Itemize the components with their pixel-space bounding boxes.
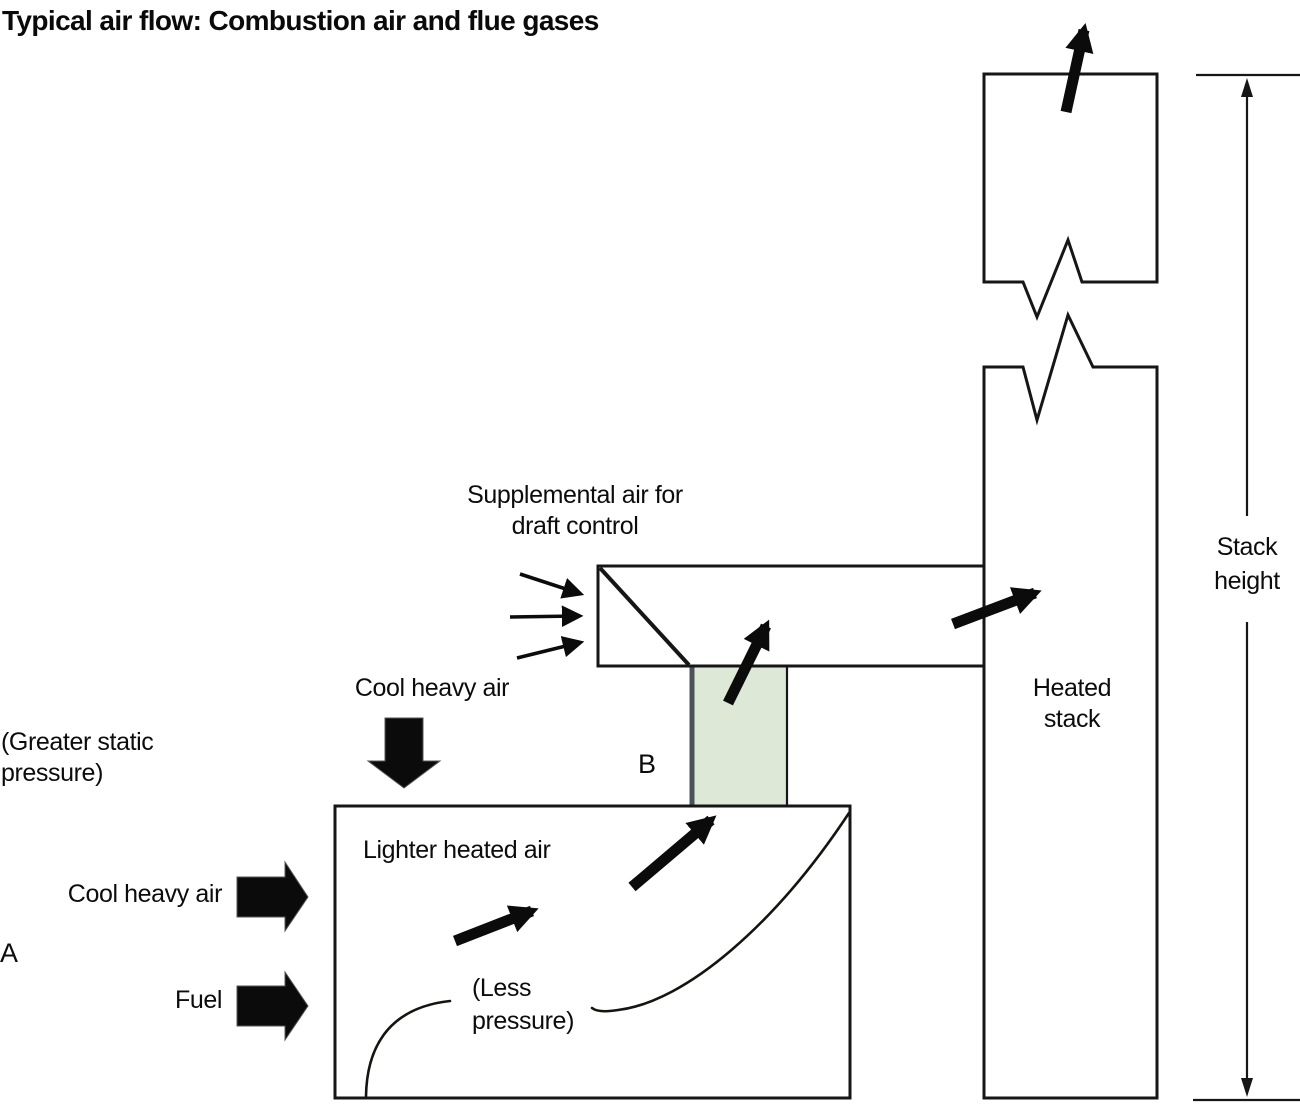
label-fuel: Fuel xyxy=(174,986,222,1014)
dimension-arrow-down-icon xyxy=(1241,1078,1253,1097)
diagram-title: Typical air flow: Combustion air and flu… xyxy=(2,5,599,36)
label-line: draft control xyxy=(511,512,639,540)
fuel-inlet-arrow-icon xyxy=(236,970,309,1042)
draft-damper xyxy=(598,566,691,667)
label-stack-height: Stack height xyxy=(1177,530,1300,598)
label-less-pressure: (Less pressure) xyxy=(472,972,574,1038)
cool-heavy-air-inlet-arrow-icon xyxy=(236,860,309,933)
label-line: stack xyxy=(1043,705,1101,733)
stack-upper-section xyxy=(982,72,1159,322)
flue-duct xyxy=(596,564,986,668)
flow-arrow-furnace-icon xyxy=(453,905,539,947)
label-line: pressure) xyxy=(472,1007,574,1035)
flow-arrow-into-stack-icon xyxy=(951,587,1042,630)
stack-lower-section xyxy=(982,310,1159,1100)
label-heated-stack: Heated stack xyxy=(1002,673,1142,735)
label-supplemental-air: Supplemental air for draft control xyxy=(454,480,696,542)
label-line: height xyxy=(1214,567,1280,595)
label-point-a: A xyxy=(0,938,18,968)
supplemental-air-arrow-3-icon xyxy=(516,636,585,660)
furnace-box xyxy=(333,804,852,1100)
stack-height-dimension xyxy=(1193,73,1300,1102)
label-cool-heavy-air-top: Cool heavy air xyxy=(354,674,510,702)
label-line: (Less xyxy=(472,974,532,1002)
supplemental-air-arrow-2-icon xyxy=(509,605,584,628)
flow-arrow-stack-exit-icon xyxy=(1060,23,1094,114)
label-line: Supplemental air for xyxy=(467,481,683,509)
label-line: Stack xyxy=(1216,533,1278,561)
flow-arrow-into-breeching-icon xyxy=(628,815,717,892)
streamline-right xyxy=(590,811,851,1013)
label-line: (Greater static xyxy=(1,728,154,756)
label-line: Heated xyxy=(1032,674,1112,702)
label-cool-heavy-air-left: Cool heavy air xyxy=(67,880,223,908)
flow-arrow-breeching-icon xyxy=(723,619,771,706)
streamline-left xyxy=(364,999,452,1098)
supplemental-air-arrow-1-icon xyxy=(519,572,585,599)
cool-heavy-air-down-arrow-icon xyxy=(366,717,442,789)
label-point-b: B xyxy=(638,749,656,779)
label-line: pressure) xyxy=(1,759,103,787)
label-lighter-heated-air: Lighter heated air xyxy=(363,836,551,864)
dimension-arrow-up-icon xyxy=(1241,78,1253,97)
label-greater-static-pressure: (Greater static pressure) xyxy=(1,727,154,789)
